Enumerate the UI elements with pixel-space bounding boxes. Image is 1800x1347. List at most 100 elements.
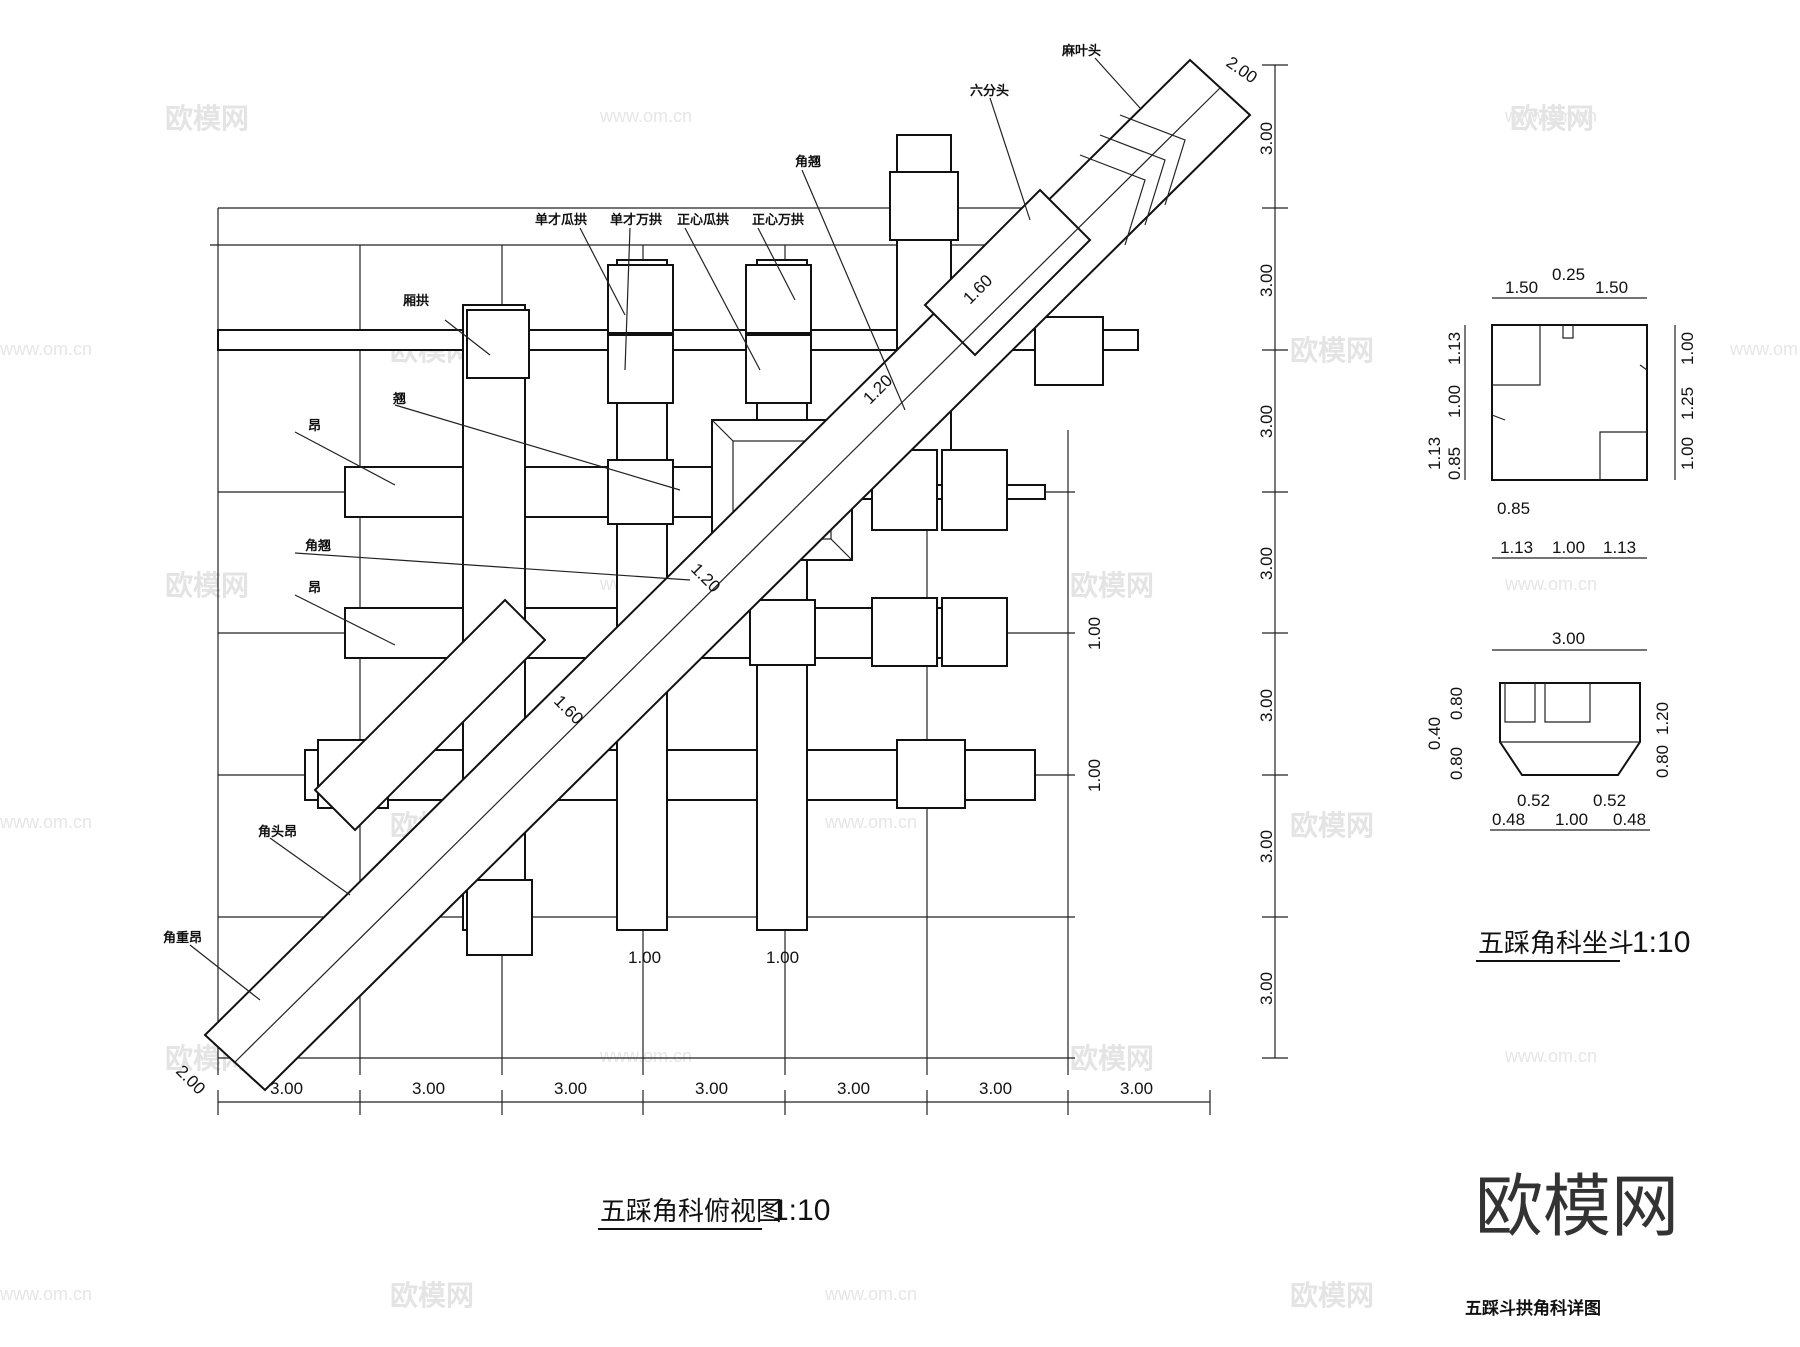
dim-label: 3.00 xyxy=(1257,405,1276,438)
dim-label: 2.00 xyxy=(1223,53,1261,88)
watermark-url: www.om.cn xyxy=(599,106,692,126)
dim-label: 0.48 xyxy=(1492,810,1525,829)
label-mayetou: 麻叶头 xyxy=(1061,43,1101,59)
plan-title: 五踩角科俯视图 xyxy=(600,1197,782,1227)
dim-label: 0.52 xyxy=(1517,791,1550,810)
dou-block xyxy=(745,264,812,334)
plan-scale: 1:10 xyxy=(772,1194,830,1227)
dim-label: 3.00 xyxy=(1257,264,1276,297)
right-dimension-chain: 3.00 3.00 3.00 3.00 3.00 3.00 3.00 xyxy=(1257,64,1288,1059)
dim-label: 0.80 xyxy=(1653,745,1672,778)
dou-block xyxy=(941,597,1008,667)
dim-label: 3.00 xyxy=(1552,629,1585,648)
dim-label: 1.50 xyxy=(1505,278,1538,297)
dim-label: 0.80 xyxy=(1447,747,1466,780)
label-jiaoqiao-top: 角翘 xyxy=(795,154,821,170)
dim-label: 0.40 xyxy=(1425,717,1444,750)
dim-label: 1.20 xyxy=(1653,702,1672,735)
label-dancai-guagong: 单才瓜拱 xyxy=(535,212,587,228)
watermark-logo: 欧模网 xyxy=(390,1279,474,1312)
dim-label: 1.00 xyxy=(1085,759,1104,792)
dim-label: 3.00 xyxy=(1257,830,1276,863)
sheet-caption: 五踩斗拱角科详图 xyxy=(1465,1298,1601,1319)
dim-label: 1.00 xyxy=(1085,617,1104,650)
watermark-logo: 欧模网 xyxy=(165,569,249,602)
zuodou-elevation: 3.00 0.80 0.40 0.80 1.20 0.80 0.52 0.52 … xyxy=(1425,629,1672,831)
zuodou-scale: 1:10 xyxy=(1632,926,1690,959)
watermark-logo: 欧模网 xyxy=(165,102,249,135)
brand-logo: 欧模网 xyxy=(1475,1168,1679,1247)
watermark-logo: 欧模网 xyxy=(1510,102,1594,135)
dim-label: 1.13 xyxy=(1500,538,1533,557)
label-ang: 昂 xyxy=(308,418,321,434)
dou-block xyxy=(749,599,816,666)
label-jiaotouang: 角头昂 xyxy=(258,824,297,840)
watermark-url: www.om.cn xyxy=(824,1284,917,1304)
dim-label: 0.80 xyxy=(1447,687,1466,720)
watermark-url: www.om.cn xyxy=(1504,1046,1597,1066)
leader-lines xyxy=(189,57,1141,1001)
dim-label: 1.25 xyxy=(1678,387,1697,420)
watermark-url: www.om.cn xyxy=(824,812,917,832)
dou-block xyxy=(466,879,533,956)
dim-label: 3.00 xyxy=(1257,689,1276,722)
label-jiaozhongang: 角重昂 xyxy=(163,930,202,946)
dim-label: 1.00 xyxy=(1445,385,1464,418)
label-dancai-wangong: 单才万拱 xyxy=(610,212,662,228)
watermark-url: www.om.cn xyxy=(1729,339,1800,359)
dim-label: 0.85 xyxy=(1497,499,1530,518)
zuodou-title-block: 五踩角科坐斗 1:10 xyxy=(1476,926,1690,962)
dim-label: 3.00 xyxy=(1257,122,1276,155)
dim-label: 3.00 xyxy=(1257,547,1276,580)
dou-block xyxy=(607,334,674,404)
dou-block xyxy=(889,171,959,241)
dou-block xyxy=(607,459,674,525)
dim-label: 0.25 xyxy=(1552,265,1585,284)
horizontal-members xyxy=(217,329,1139,801)
dou-block xyxy=(466,309,530,379)
dim-label: 0.85 xyxy=(1445,447,1464,480)
dim-label: 3.00 xyxy=(979,1079,1012,1098)
dim-label: 0.48 xyxy=(1613,810,1646,829)
zuodou-title: 五踩角科坐斗 xyxy=(1478,929,1634,959)
dim-label: 1.00 xyxy=(766,948,799,967)
dim-label: 3.00 xyxy=(1257,972,1276,1005)
bottom-dimension-chain: 3.00 3.00 3.00 3.00 3.00 3.00 3.00 xyxy=(217,1079,1211,1115)
dim-label: 1.13 xyxy=(1425,437,1444,470)
dim-label: 3.00 xyxy=(270,1079,303,1098)
dim-label: 1.00 xyxy=(1552,538,1585,557)
watermark-url: www.om.cn xyxy=(0,812,92,832)
watermark-logo: 欧模网 xyxy=(1290,1279,1374,1312)
dou-block xyxy=(1034,316,1104,386)
dim-label: 3.00 xyxy=(695,1079,728,1098)
dim-label: 1.13 xyxy=(1445,332,1464,365)
dou-block xyxy=(896,739,966,809)
diagonal-corner-member xyxy=(203,58,1252,1092)
dim-label: 1.50 xyxy=(1595,278,1628,297)
dim-label: 0.52 xyxy=(1593,791,1626,810)
plan-view: 3.00 3.00 3.00 3.00 3.00 3.00 3.00 3.00 … xyxy=(163,43,1288,1230)
plan-title-block: 五踩角科俯视图 1:10 xyxy=(598,1194,830,1230)
label-jiaoqiao: 角翘 xyxy=(305,538,331,554)
watermark-logo: 欧模网 xyxy=(1290,334,1374,367)
dim-label: 3.00 xyxy=(1120,1079,1153,1098)
dim-label: 1.00 xyxy=(1678,437,1697,470)
dim-label: 3.00 xyxy=(837,1079,870,1098)
dim-label: 3.00 xyxy=(412,1079,445,1098)
dim-label: 3.00 xyxy=(554,1079,587,1098)
label-qiao: 翘 xyxy=(392,392,406,407)
dim-label: 1.00 xyxy=(1678,332,1697,365)
label-zhengxin-wangong: 正心万拱 xyxy=(752,212,804,228)
zuodou-detail: 1.50 0.25 1.50 1.13 1.00 1.13 0.85 1.00 … xyxy=(1425,265,1697,962)
zuodou-plan: 1.50 0.25 1.50 1.13 1.00 1.13 0.85 1.00 … xyxy=(1425,265,1697,559)
label-ang: 昂 xyxy=(308,580,321,596)
label-liufentou: 六分头 xyxy=(970,83,1009,99)
watermark-url: www.om.cn xyxy=(599,1046,692,1066)
dou-block xyxy=(745,334,812,404)
dou-block xyxy=(607,264,674,334)
component-labels: 麻叶头 六分头 角翘 单才瓜拱 单才万拱 正心瓜拱 正心万拱 厢拱 昂 翘 角翘… xyxy=(163,43,1101,946)
watermark-url: www.om.cn xyxy=(0,1284,92,1304)
dim-label: 1.00 xyxy=(628,948,661,967)
label-zhengxin-guagong: 正心瓜拱 xyxy=(677,212,729,228)
